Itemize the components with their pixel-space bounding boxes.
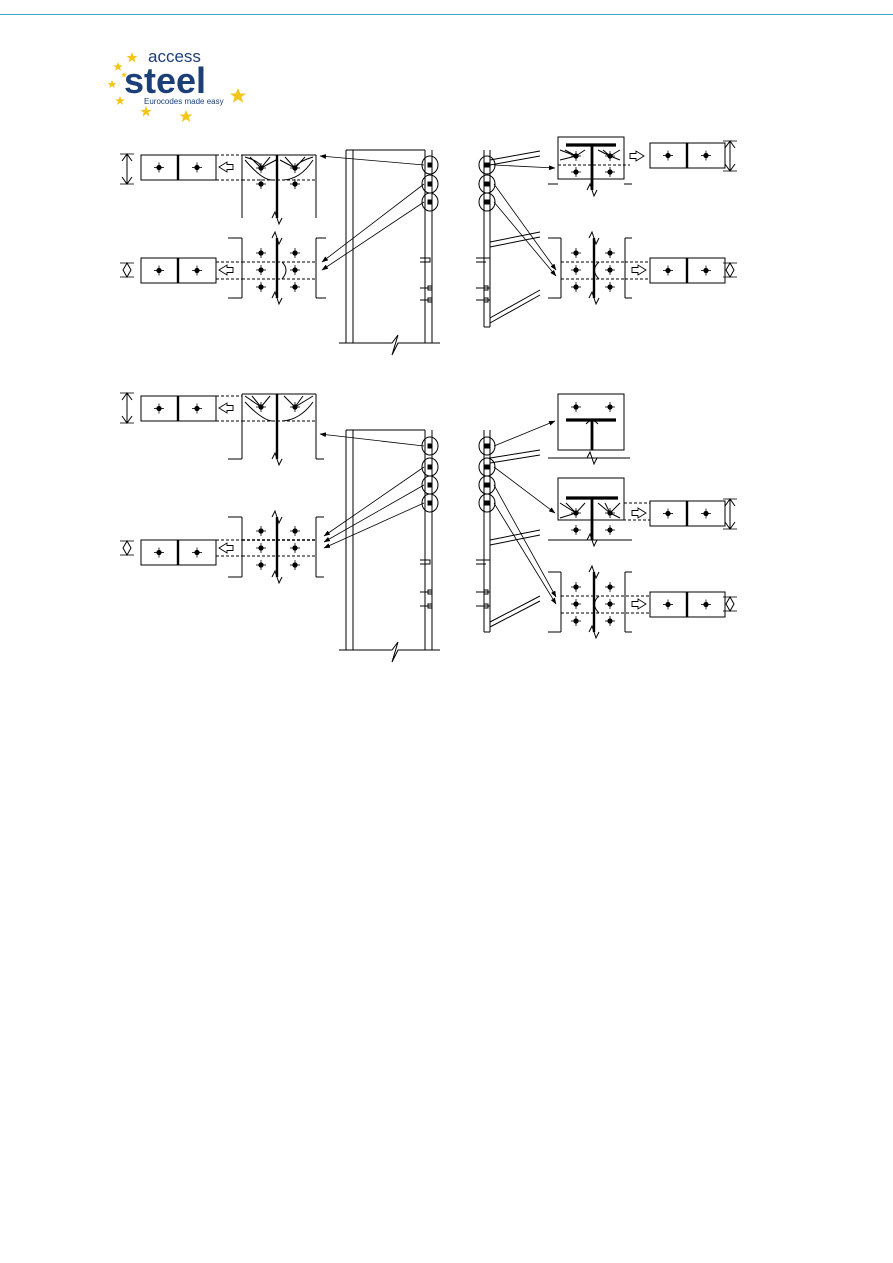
endplate-detail-bottom-right-2: [548, 564, 650, 640]
endplate-detail-top-left-1: [241, 154, 317, 226]
endplate-detail-top-right-2: [548, 230, 650, 306]
access-steel-logo: access steel Eurocodes made easy: [107, 47, 246, 122]
column-elevation-top: [339, 149, 440, 356]
beam-flange-detail-bottom-right-1: [548, 393, 630, 466]
column-elevation-bottom: [339, 429, 440, 663]
tstub-bottom-right-1: [631, 498, 738, 530]
endplate-detail-bottom-left-1: [228, 393, 324, 467]
tstub-bottom-left-2: [119, 540, 242, 565]
tstub-bottom-left-1: [119, 392, 242, 424]
tstub-top-left-1: [119, 153, 242, 185]
logo-tagline: Eurocodes made easy: [144, 97, 224, 106]
endplate-detail-top-left-2: [228, 230, 326, 306]
tstub-top-left-2: [119, 258, 242, 283]
beam-flange-detail-top-right-1: [548, 136, 632, 198]
beam-elevation-top: [476, 150, 541, 328]
endplate-detail-bottom-left-2: [228, 509, 324, 585]
logo-word-access: access: [148, 47, 201, 66]
leader-arrows-bottom: [319, 420, 557, 605]
leader-arrows-top: [319, 154, 557, 277]
tstub-top-right-1: [629, 140, 738, 172]
star-icon: [107, 52, 246, 122]
beam-flange-detail-bottom-right-2: [548, 477, 650, 548]
header-rule: [0, 14, 893, 15]
logo-word-steel: steel: [124, 60, 206, 101]
beam-elevation-bottom: [476, 430, 541, 633]
